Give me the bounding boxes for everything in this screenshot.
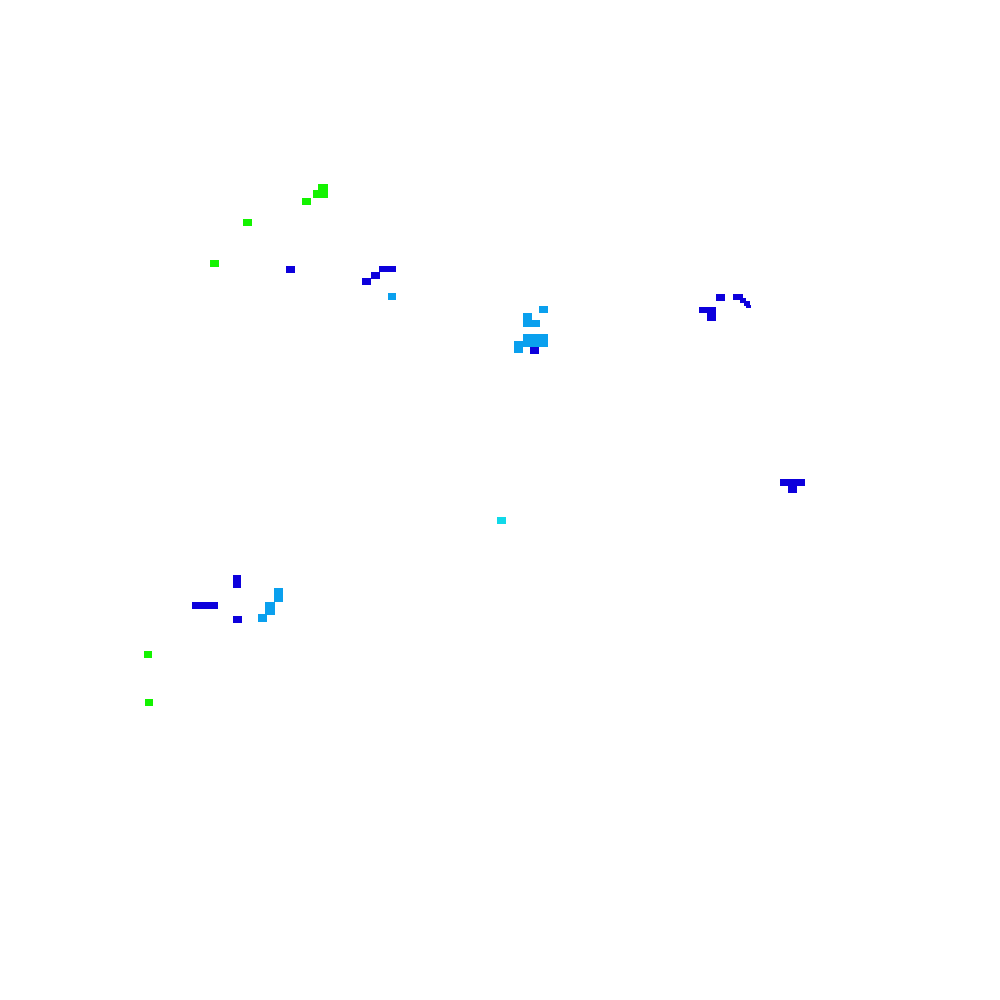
sky-pixel-mark — [274, 588, 283, 602]
blue-pixel-mark — [788, 486, 797, 493]
blue-pixel-mark — [699, 307, 716, 313]
blue-pixel-mark — [716, 294, 725, 301]
blue-pixel-mark — [192, 602, 218, 609]
cyan-pixel-group — [497, 517, 506, 524]
blue-pixel-mark — [530, 347, 539, 354]
sky-pixel-mark — [258, 614, 267, 622]
blue-pixel-mark — [379, 266, 396, 272]
blue-pixel-mark — [733, 294, 743, 300]
green-pixel-mark — [243, 219, 252, 226]
green-pixel-mark — [210, 260, 219, 267]
sky-pixel-mark — [539, 306, 548, 313]
green-pixel-mark — [145, 699, 153, 706]
blue-pixel-mark — [780, 479, 805, 486]
cyan-pixel-mark — [497, 517, 506, 524]
green-pixel-mark — [318, 184, 328, 190]
blue-pixel-group — [192, 266, 805, 623]
blue-pixel-mark — [707, 313, 716, 321]
blue-pixel-mark — [286, 266, 295, 273]
green-pixel-mark — [313, 190, 328, 198]
green-pixel-mark — [144, 651, 152, 658]
blue-pixel-mark — [744, 301, 750, 306]
blue-pixel-mark — [233, 575, 241, 588]
blue-pixel-mark — [746, 305, 751, 308]
sky-pixel-mark — [388, 293, 396, 300]
sky-pixel-mark — [523, 320, 540, 327]
sky-pixel-mark — [523, 334, 548, 347]
sky-pixel-mark — [514, 341, 523, 353]
sky-pixel-mark — [265, 602, 275, 615]
blue-pixel-mark — [371, 272, 380, 279]
green-pixel-mark — [302, 198, 311, 205]
blue-pixel-mark — [362, 278, 371, 285]
sky-pixel-group — [258, 293, 548, 622]
sky-pixel-mark — [523, 313, 532, 320]
blue-pixel-mark — [233, 616, 242, 623]
green-pixel-group — [144, 184, 328, 706]
blue-pixel-mark — [740, 298, 746, 303]
